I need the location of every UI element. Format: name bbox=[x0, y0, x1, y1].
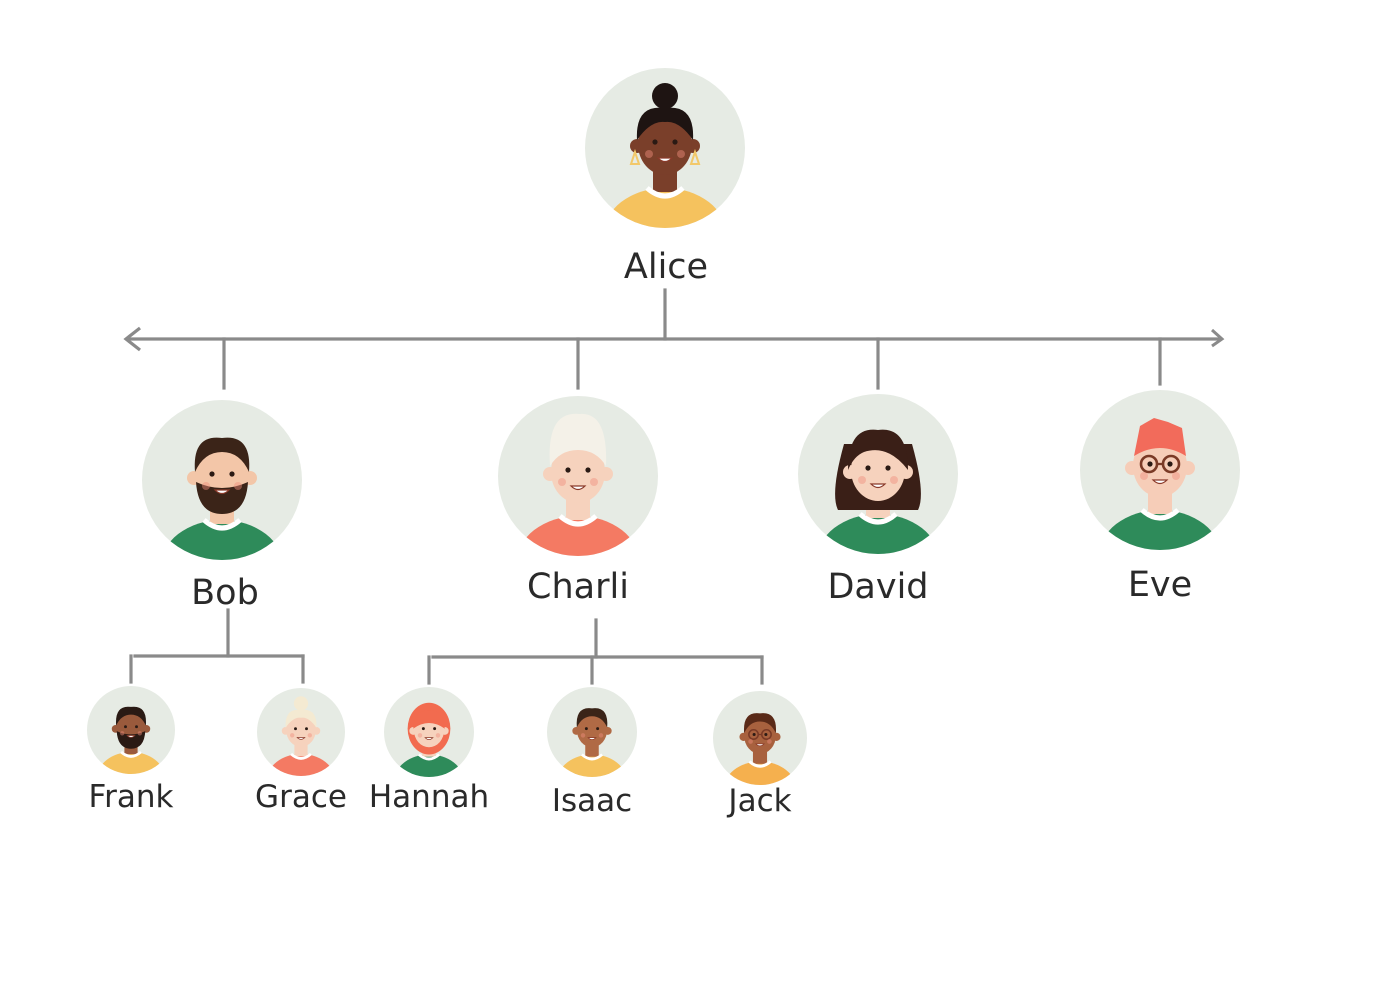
label-isaac: Isaac bbox=[551, 783, 633, 819]
avatar-isaac bbox=[547, 687, 637, 777]
arrow-left-icon bbox=[123, 326, 141, 352]
avatar-eve bbox=[1080, 390, 1240, 550]
avatar-hannah bbox=[384, 687, 474, 777]
avatar-jack bbox=[713, 691, 807, 785]
avatar-bob bbox=[142, 400, 302, 560]
label-hannah: Hannah bbox=[368, 779, 490, 815]
arrow-right-icon bbox=[1210, 328, 1225, 348]
label-charli: Charli bbox=[527, 567, 629, 607]
label-grace: Grace bbox=[255, 779, 347, 815]
avatar-alice bbox=[585, 68, 745, 228]
label-frank: Frank bbox=[88, 779, 174, 815]
avatar-frank bbox=[87, 686, 175, 774]
label-alice: Alice bbox=[623, 247, 709, 287]
avatar-charli bbox=[498, 396, 658, 556]
label-eve: Eve bbox=[1127, 565, 1193, 605]
label-david: David bbox=[827, 567, 929, 607]
label-jack: Jack bbox=[728, 783, 792, 819]
avatar-grace bbox=[257, 688, 345, 776]
avatar-david bbox=[798, 394, 958, 554]
label-bob: Bob bbox=[191, 573, 259, 613]
